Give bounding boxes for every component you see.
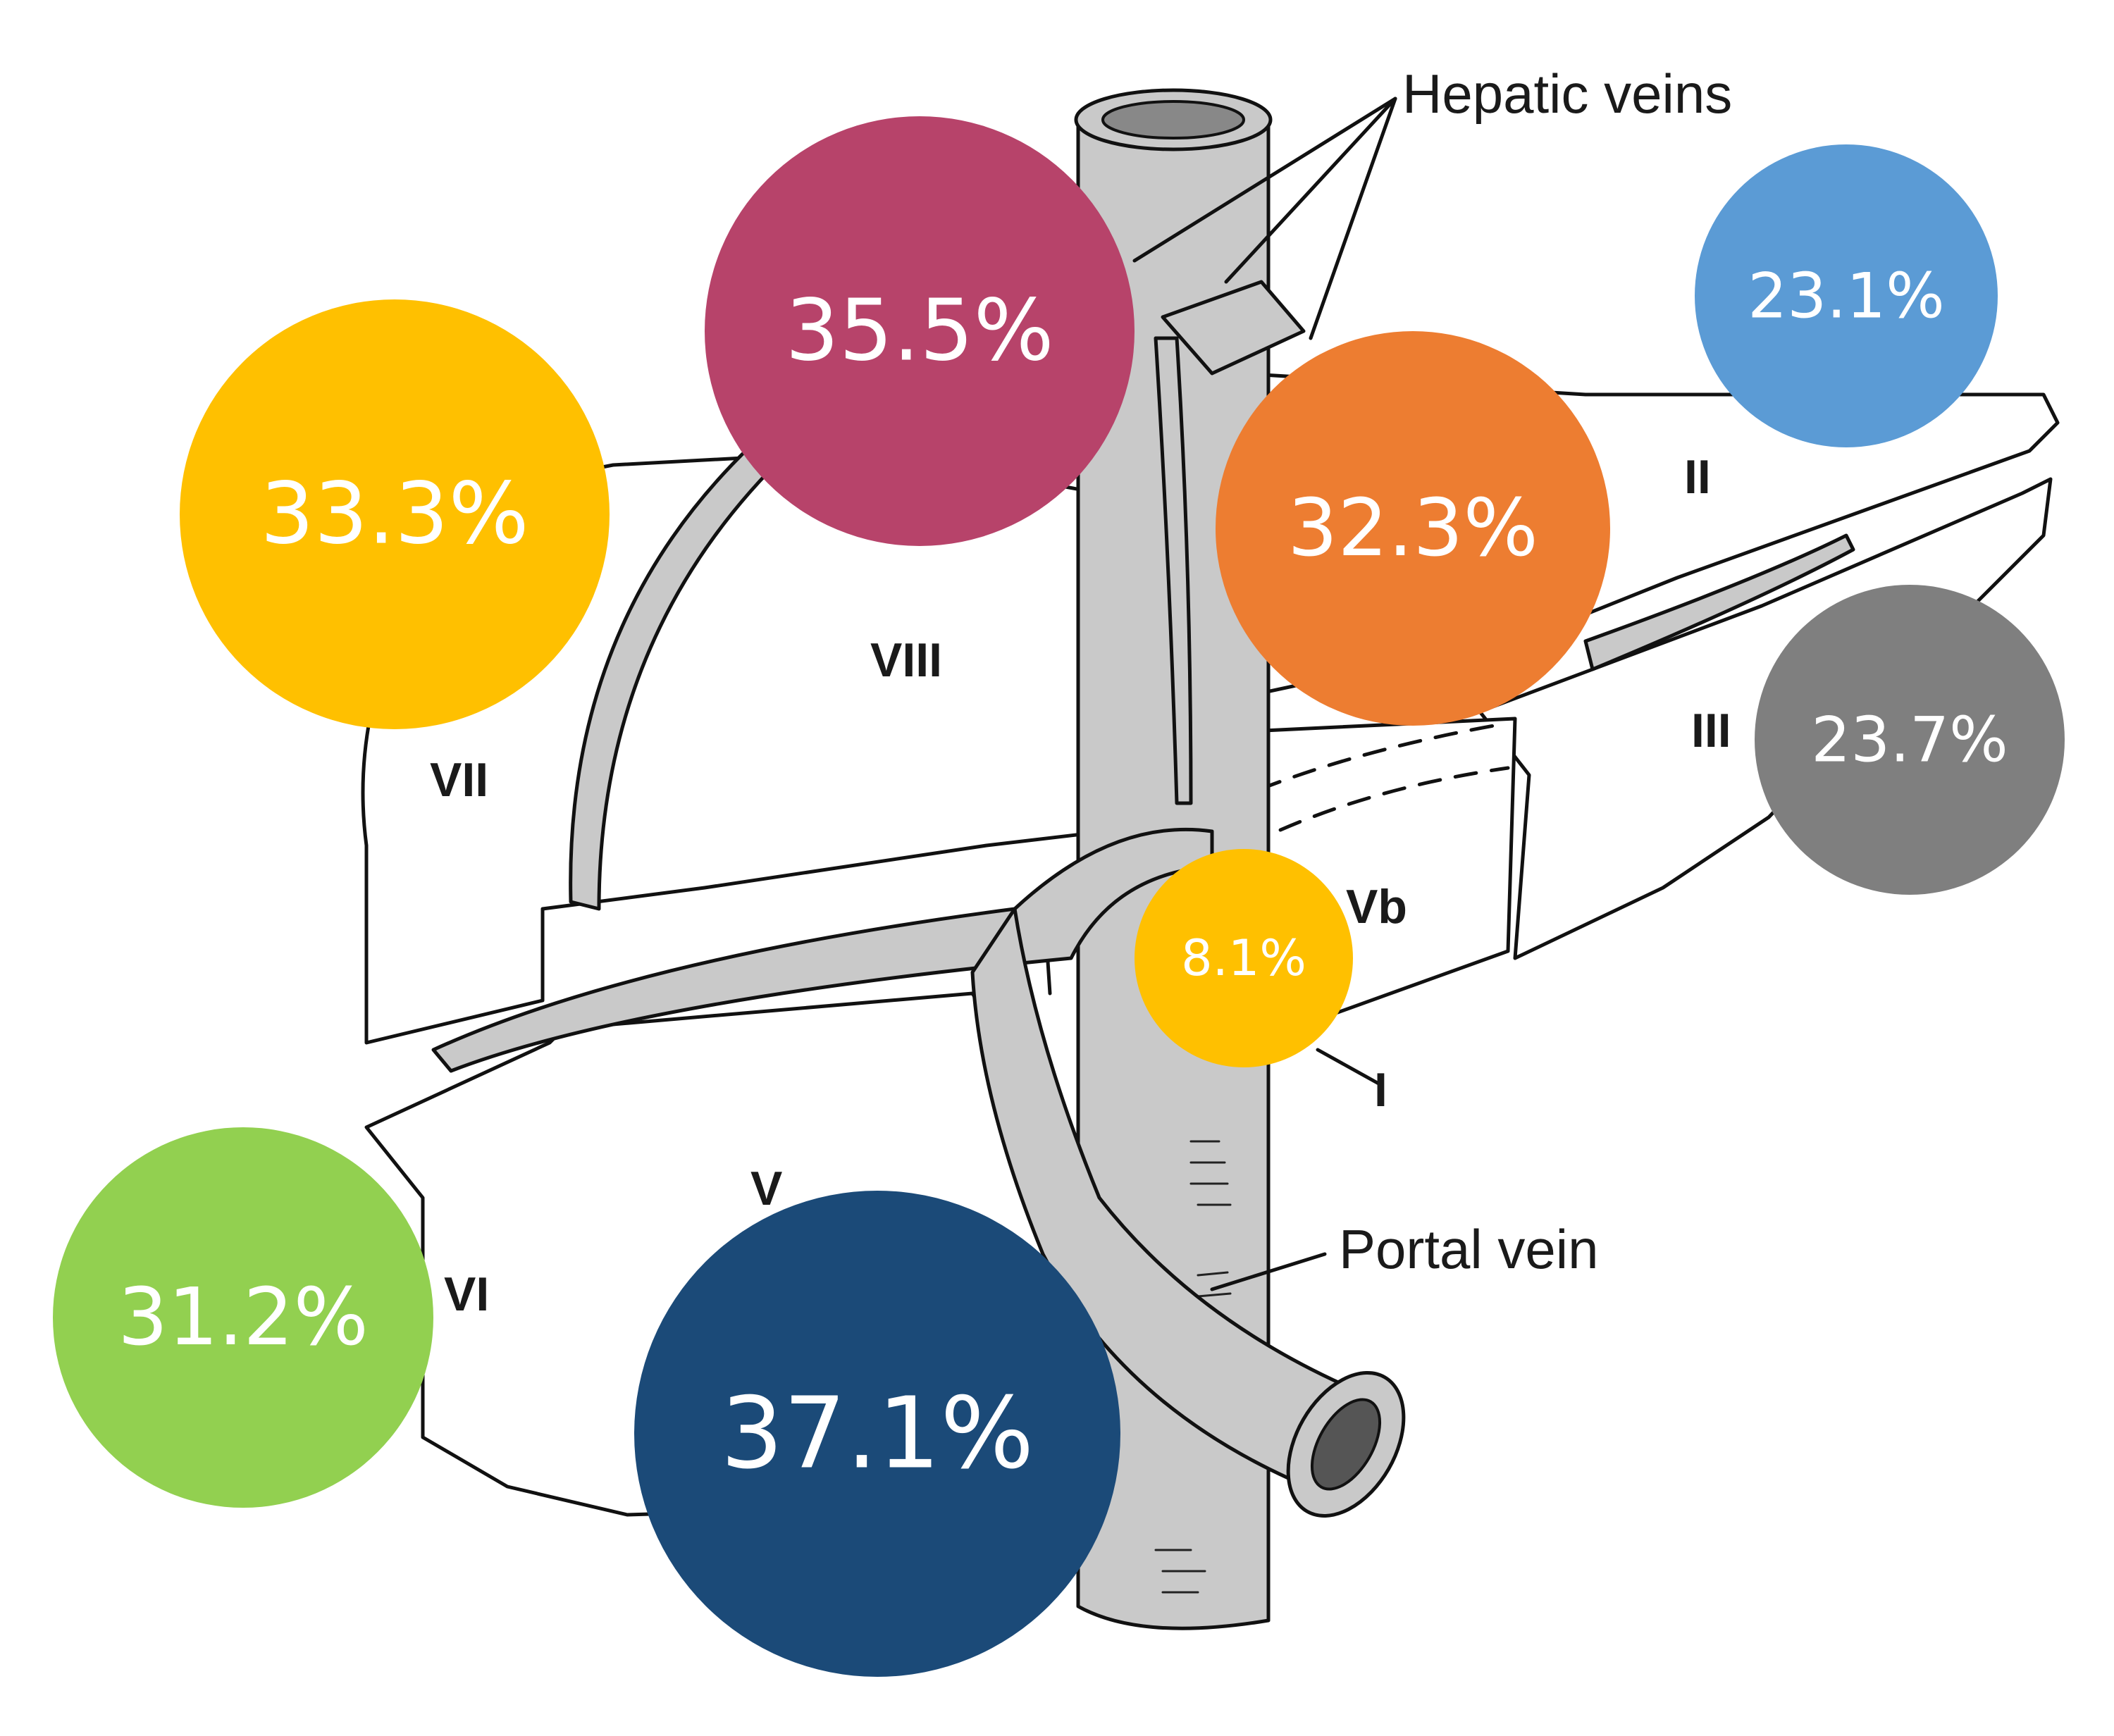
- bubble-seg-ii-medial-value: 32.3%: [1287, 483, 1538, 574]
- leader-lines: [1132, 97, 1397, 1291]
- bubble-seg-viii-value: 35.5%: [785, 283, 1053, 380]
- bubble-seg-vii: 33.3%: [180, 299, 610, 729]
- bubble-seg-v-circle: [634, 1191, 1120, 1677]
- segment-label-viii: VIII: [870, 633, 942, 687]
- bubble-seg-i: 8.1%: [1135, 849, 1353, 1067]
- portal-vein-branches: [431, 533, 1855, 1518]
- hepatic-veins-label: Hepatic veins: [1402, 63, 1732, 125]
- bubble-seg-vii-value: 33.3%: [260, 466, 528, 564]
- segment-label-iii: III: [1691, 704, 1731, 757]
- bubble-seg-ii: 23.1%: [1695, 144, 1998, 447]
- segment-label-vii: VII: [430, 753, 488, 807]
- segment-label-ii: II: [1684, 450, 1711, 504]
- bubble-seg-vi-value: 31.2%: [118, 1272, 369, 1363]
- bubble-seg-vi-circle: [53, 1127, 433, 1508]
- bubble-seg-v-value: 37.1%: [721, 1377, 1034, 1492]
- segment-label-vi: VI: [444, 1267, 489, 1321]
- bubble-seg-iii-circle: [1755, 585, 2065, 895]
- bubble-seg-ii-value: 23.1%: [1748, 260, 1945, 333]
- bubble-seg-ii-medial: 32.3%: [1216, 331, 1610, 726]
- segment-label-v: V: [750, 1162, 782, 1215]
- bubble-seg-vii-circle: [180, 299, 610, 729]
- bubble-seg-viii-circle: [705, 116, 1135, 546]
- bubble-seg-vi: 31.2%: [53, 1127, 433, 1508]
- segment-label-vb: Vb: [1346, 880, 1407, 934]
- bubble-seg-v: 37.1%: [634, 1191, 1120, 1677]
- hepatic-vein-branches: [569, 280, 1306, 911]
- portal-vein-label: Portal vein: [1339, 1218, 1599, 1280]
- bubble-seg-i-value: 8.1%: [1181, 929, 1306, 987]
- bubble-seg-ii-circle: [1695, 144, 1998, 447]
- bubble-seg-iii-value: 23.7%: [1811, 704, 2008, 776]
- bubble-seg-i-circle: [1135, 849, 1353, 1067]
- segment-label-i: I: [1374, 1063, 1387, 1117]
- bubble-seg-iii: 23.7%: [1755, 585, 2065, 895]
- bubble-seg-viii: 35.5%: [705, 116, 1135, 546]
- bubble-seg-ii-medial-circle: [1216, 331, 1610, 726]
